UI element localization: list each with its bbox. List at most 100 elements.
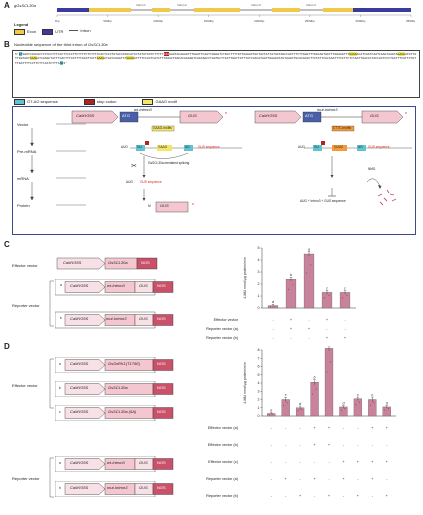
- significance-letter: d: [299, 402, 302, 406]
- left-pre-gaag: GAAG: [158, 145, 168, 149]
- asterisk-left-1: *: [225, 112, 227, 118]
- a-tick-label: 2500bp: [305, 19, 315, 23]
- splicing-schematic-frame: [12, 106, 416, 235]
- table-row-label: Reporter vector (a): [206, 477, 238, 481]
- table-sign: -: [285, 460, 287, 464]
- a-tick-label: 500bp: [103, 19, 112, 23]
- a-tick-label: 0bp: [55, 19, 60, 23]
- panel-d-letter: D: [4, 342, 10, 351]
- right-pre-gu: GU: [314, 145, 319, 149]
- d-gus: GUS: [139, 460, 148, 465]
- data-point: [373, 402, 375, 404]
- a-tick-label: 1000bp: [153, 19, 163, 23]
- table-sign: -: [270, 443, 272, 447]
- c-effector-label: Effector vector: [12, 263, 38, 268]
- data-point: [292, 284, 294, 286]
- table-sign: +: [356, 494, 359, 498]
- y-axis-label: 4-MU nmol/μg protein/min: [243, 257, 247, 298]
- c-rep-a-promoter: CaMV35S: [70, 283, 89, 288]
- data-point: [301, 408, 303, 410]
- table-sign: +: [313, 426, 316, 430]
- table-sign: -: [290, 336, 292, 340]
- c-rep-a-nos: NOS: [157, 283, 166, 288]
- table-sign: +: [313, 477, 316, 481]
- data-point: [268, 413, 270, 415]
- table-sign: -: [285, 443, 287, 447]
- seq-segment: ACATCAATCAATCAAGTAAGTA: [356, 52, 398, 56]
- left-protein-m: M: [148, 204, 151, 208]
- significance-letter: c: [371, 393, 373, 397]
- left-mrna-gus: GUS sequence: [140, 180, 162, 184]
- c-rep-b-tag: b: [60, 316, 62, 320]
- intron-label: Intron 4: [306, 3, 316, 7]
- bar: [281, 399, 290, 417]
- y-tick-label: 8: [258, 348, 260, 352]
- data-point: [315, 388, 317, 390]
- right-promoter: CaMV35S: [259, 113, 278, 118]
- right-pre-aug: AUG: [298, 145, 305, 149]
- table-sign: -: [342, 443, 345, 447]
- data-point: [341, 409, 342, 411]
- c-effector-construct: [56, 257, 158, 270]
- d-gus: GUS: [139, 485, 148, 490]
- seq-gt: GT: [18, 52, 23, 56]
- table-sign: -: [342, 426, 345, 430]
- table-sign: -: [272, 318, 274, 322]
- seq-gt: AG: [59, 60, 64, 65]
- bar: [339, 406, 348, 417]
- d-reporter-label: Reporter vector: [12, 476, 40, 481]
- table-sign: -: [270, 426, 272, 430]
- significance-letter: e: [270, 409, 272, 413]
- intron-sequence-box: 5'GTGAGTCACCGCTCTCCCTTTCCCTTCCCTTCTTTTCT…: [12, 50, 420, 98]
- data-point: [346, 295, 348, 296]
- data-point: [297, 410, 299, 412]
- row-vector: Vector: [17, 122, 29, 127]
- row-pre-mrna: Pre-mRNA: [17, 149, 37, 154]
- d-promoter: CaMV35S: [70, 460, 89, 465]
- d-nos: NOS: [157, 385, 166, 390]
- y-tick-label: 4: [258, 258, 260, 262]
- data-point: [312, 393, 314, 395]
- c-eff-promoter: CaMV35S: [63, 260, 82, 265]
- legend-utr: UTR: [42, 29, 63, 35]
- row-mrna: mRNA: [17, 176, 29, 181]
- bar: [324, 348, 334, 417]
- y-tick-label: 2: [258, 282, 260, 286]
- table-sign: -: [342, 494, 345, 498]
- right-intron-name: mut-Intron3: [317, 107, 338, 112]
- c-rep-b-nos: NOS: [157, 316, 166, 321]
- table-sign: +: [342, 460, 345, 464]
- y-tick-label: 2: [258, 398, 260, 402]
- seq-gaag: GAAG: [397, 52, 405, 56]
- left-protein-gus: GUS: [160, 203, 169, 208]
- right-pre-ag: AG: [358, 145, 363, 149]
- left-splicing: GsSCL30a-mediated splicing: [148, 161, 190, 165]
- intron-label: Intron 3: [251, 3, 261, 7]
- table-sign: -: [328, 477, 330, 481]
- table-sign: -: [371, 443, 373, 447]
- data-point: [369, 404, 371, 406]
- legend-a: Exon UTR Intron: [14, 28, 91, 35]
- table-sign: +: [325, 318, 329, 322]
- data-point: [328, 295, 330, 296]
- table-sign: -: [357, 426, 359, 430]
- table-sign: -: [344, 318, 346, 322]
- utr-3prime: [353, 8, 411, 12]
- y-tick-label: 4: [258, 381, 260, 385]
- exon-5: [323, 8, 353, 12]
- d-construct-tag: b: [59, 386, 61, 390]
- table-sign: +: [289, 327, 293, 331]
- c-reporter-constructs: [55, 279, 174, 329]
- right-atg: ATG: [305, 113, 313, 118]
- a-tick-label: 1500bp: [204, 19, 214, 23]
- right-motif: CTTC-motifs: [333, 126, 352, 130]
- y-tick-label: 0: [258, 414, 260, 418]
- significance-letter: c: [326, 286, 328, 290]
- bar: [368, 399, 377, 417]
- y-tick-label: 1: [258, 406, 260, 410]
- c-rep-b-promoter: CaMV35S: [70, 316, 89, 321]
- table-sign: +: [289, 318, 293, 322]
- seq-stop: TAA: [163, 52, 170, 56]
